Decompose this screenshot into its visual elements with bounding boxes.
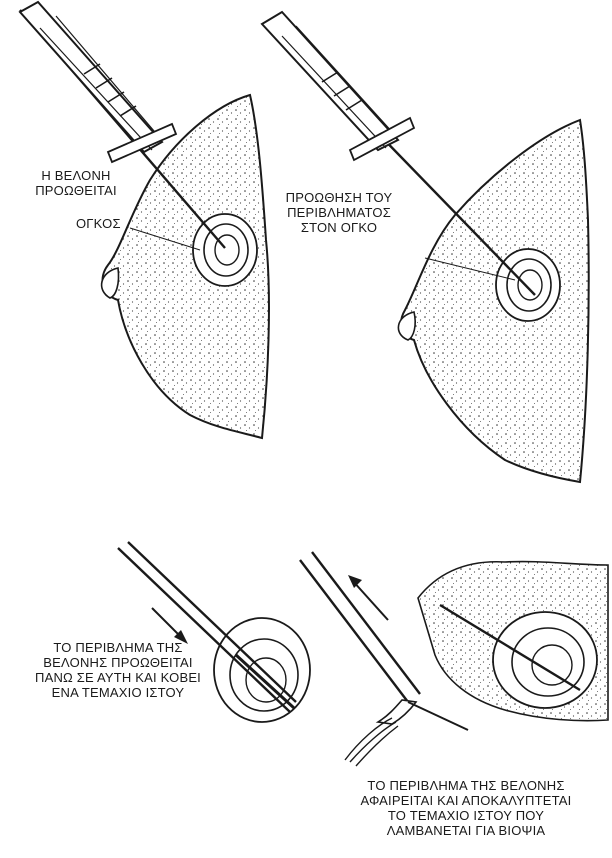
panel-sheath-removed — [300, 552, 608, 766]
label-mass: ΟΓΚΟΣ — [76, 216, 146, 231]
label-needle-advanced: Η ΒΕΛΟΝΗ ΠΡΟΩΘΕΙΤΑΙ — [28, 168, 124, 198]
arrow-down-right-icon — [152, 608, 188, 644]
label-sheath-removed: ΤΟ ΠΕΡΙΒΛΗΜΑ ΤΗΣ ΒΕΛΟΝΗΣ ΑΦΑΙΡΕΙΤΑΙ ΚΑΙ … — [332, 778, 600, 838]
label-sheath-cuts: ΤΟ ΠΕΡΙΒΛΗΜΑ ΤΗΣ ΒΕΛΟΝΗΣ ΠΡΟΩΘΕΙΤΑΙ ΠΑΝΩ… — [30, 640, 206, 700]
arrow-up-left-icon — [348, 575, 388, 620]
mass-2 — [496, 249, 560, 321]
tissue-sample-4 — [345, 718, 398, 766]
biopsy-gun-1 — [20, 2, 225, 248]
mass-4 — [493, 612, 597, 708]
mass-1 — [193, 214, 257, 286]
panel-sheath-advanced — [262, 12, 589, 482]
nipple-2 — [398, 312, 415, 340]
biopsy-gun-2 — [262, 12, 535, 295]
label-sheath-into-mass: ΠΡΟΩΘΗΣΗ ΤΟΥ ΠΕΡΙΒΛΗΜΑΤΟΣ ΣΤΟΝ ΟΓΚΟ — [280, 190, 398, 235]
breast-outline-2 — [401, 120, 589, 482]
